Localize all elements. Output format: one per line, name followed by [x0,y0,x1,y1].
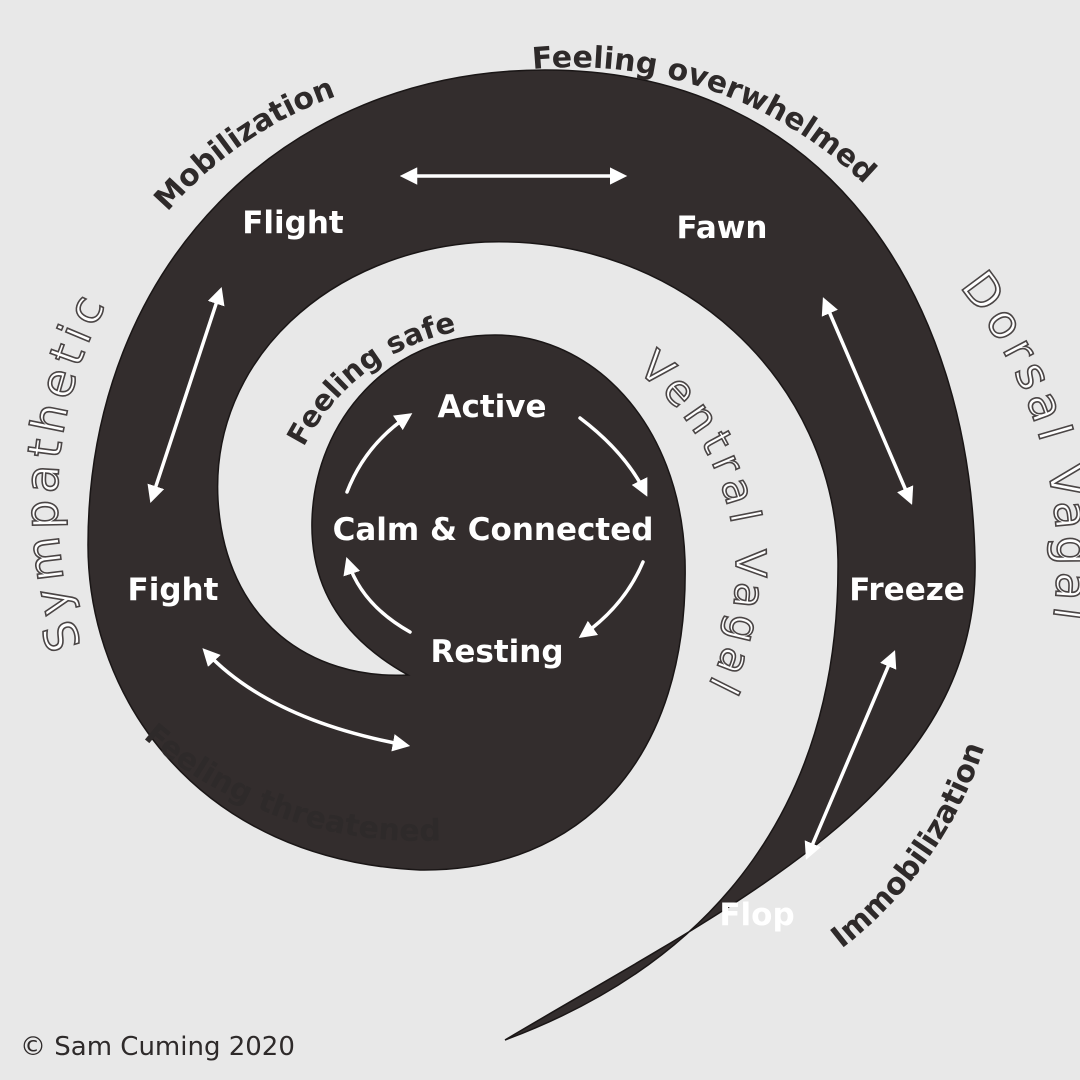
fight-label: Fight [128,572,219,608]
arrow-active-to-calm [578,416,648,497]
copyright-credit: © Sam Cuming 2020 [20,1032,295,1062]
fawn-label: Fawn [677,210,768,246]
spiral-band [87,69,976,1041]
flop-label: Flop [719,897,794,933]
flight-label: Flight [242,205,344,241]
arrow-calm-to-resting [578,560,645,639]
arrow-flight-fight [147,287,225,503]
resting-label: Resting [430,634,563,670]
active-label: Active [437,389,546,425]
arrow-freeze-flop [804,650,897,860]
arrow-resting-to-calm [343,557,412,634]
arrow-fight-resting [202,648,411,752]
freeze-label: Freeze [849,572,965,608]
calm-connected-label: Calm & Connected [333,512,654,548]
arrow-calm-to-active [345,413,413,494]
arrow-fawn-freeze [821,297,914,505]
